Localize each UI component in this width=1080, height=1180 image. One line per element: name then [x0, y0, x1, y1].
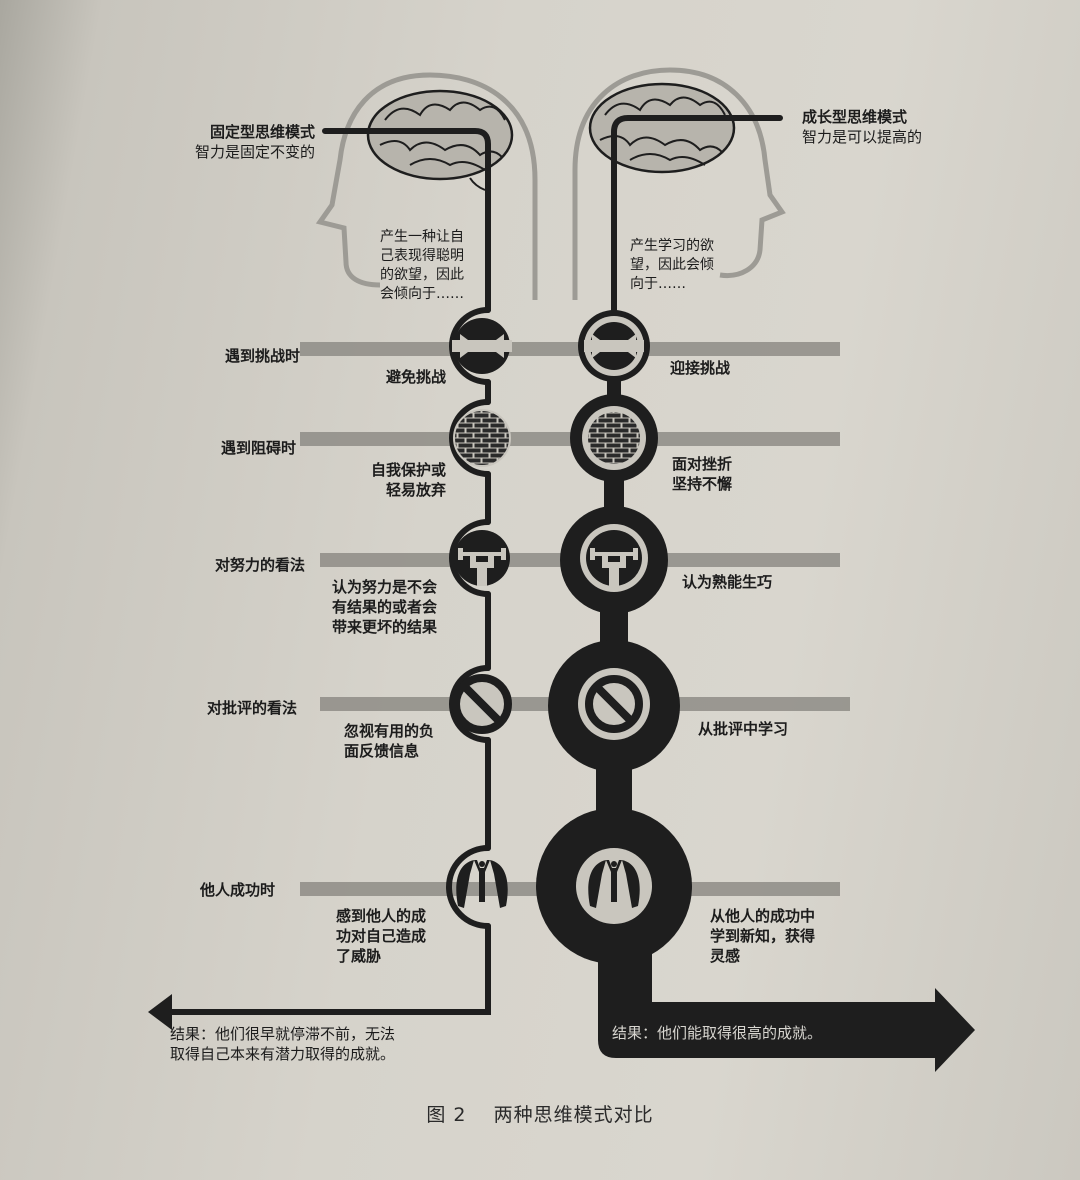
weightlifter-icon	[454, 530, 510, 586]
brick-wall-icon	[453, 409, 511, 467]
right-brain-icon	[588, 82, 736, 174]
growth-mindset-subtitle: 智力是可以提高的	[802, 128, 923, 146]
challenge-arrows-icon	[584, 316, 644, 376]
fixed-mindset-title: 固定型思维模式	[209, 123, 315, 141]
growth-response-criticism: 从批评中学习	[698, 720, 789, 738]
situation-label-criticism: 对批评的看法	[207, 699, 298, 717]
band-obstacle	[300, 432, 840, 446]
fixed-response-challenge: 避免挑战	[385, 368, 446, 386]
growth-result-text: 结果：他们能取得很高的成就。	[612, 1024, 823, 1042]
fixed-response-effort: 认为努力是不会有结果的或者会带来更坏的结果	[332, 578, 438, 636]
fixed-desire-text: 产生一种让自己表现得聪明的欲望，因此会倾向于……	[380, 229, 464, 302]
prohibition-icon	[452, 674, 512, 734]
situation-label-challenge: 遇到挑战时	[225, 347, 301, 365]
fixed-result-arrow-icon	[148, 994, 172, 1030]
success-figure-icon	[456, 860, 508, 908]
growth-desire-text: 产生学习的欲望，因此会倾向于……	[630, 238, 714, 292]
growth-mindset-title: 成长型思维模式	[802, 108, 908, 126]
fixed-mindset-path	[162, 128, 491, 1015]
fixed-result-text: 结果：他们很早就停滞不前，无法取得自己本来有潜力取得的成就。	[170, 1025, 396, 1063]
left-brain-icon	[366, 89, 514, 191]
growth-response-success: 从他人的成功中学到新知，获得灵感	[710, 907, 816, 965]
situation-label-success: 他人成功时	[200, 881, 276, 899]
growth-response-effort: 认为熟能生巧	[682, 573, 773, 591]
fixed-response-success: 感到他人的成功对自己造成了威胁	[336, 907, 427, 965]
figure-caption: 图 2 两种思维模式对比	[0, 1100, 1080, 1127]
brick-wall-icon	[582, 406, 646, 470]
situation-label-effort: 对努力的看法	[215, 556, 306, 574]
left-head-outline	[315, 72, 538, 300]
growth-icons	[576, 316, 652, 924]
fixed-response-obstacle: 自我保护或轻易放弃	[370, 461, 446, 499]
band-challenge	[300, 342, 840, 356]
fixed-icons	[452, 318, 512, 908]
weightlifter-icon	[580, 524, 648, 592]
growth-response-challenge: 迎接挑战	[670, 359, 731, 377]
right-head-outline	[572, 67, 786, 300]
prohibition-icon	[578, 668, 650, 740]
situation-label-obstacle: 遇到阻碍时	[221, 439, 297, 457]
head-outlines	[315, 67, 786, 300]
challenge-arrows-icon	[452, 318, 512, 374]
figure-number: 图 2	[426, 1104, 467, 1126]
fixed-response-criticism: 忽视有用的负面反馈信息	[344, 722, 435, 760]
fixed-mindset-subtitle: 智力是固定不变的	[194, 143, 315, 161]
success-figure-icon	[576, 848, 652, 924]
figure-title: 两种思维模式对比	[493, 1104, 654, 1126]
growth-response-obstacle: 面对挫折坚持不懈	[672, 455, 733, 493]
